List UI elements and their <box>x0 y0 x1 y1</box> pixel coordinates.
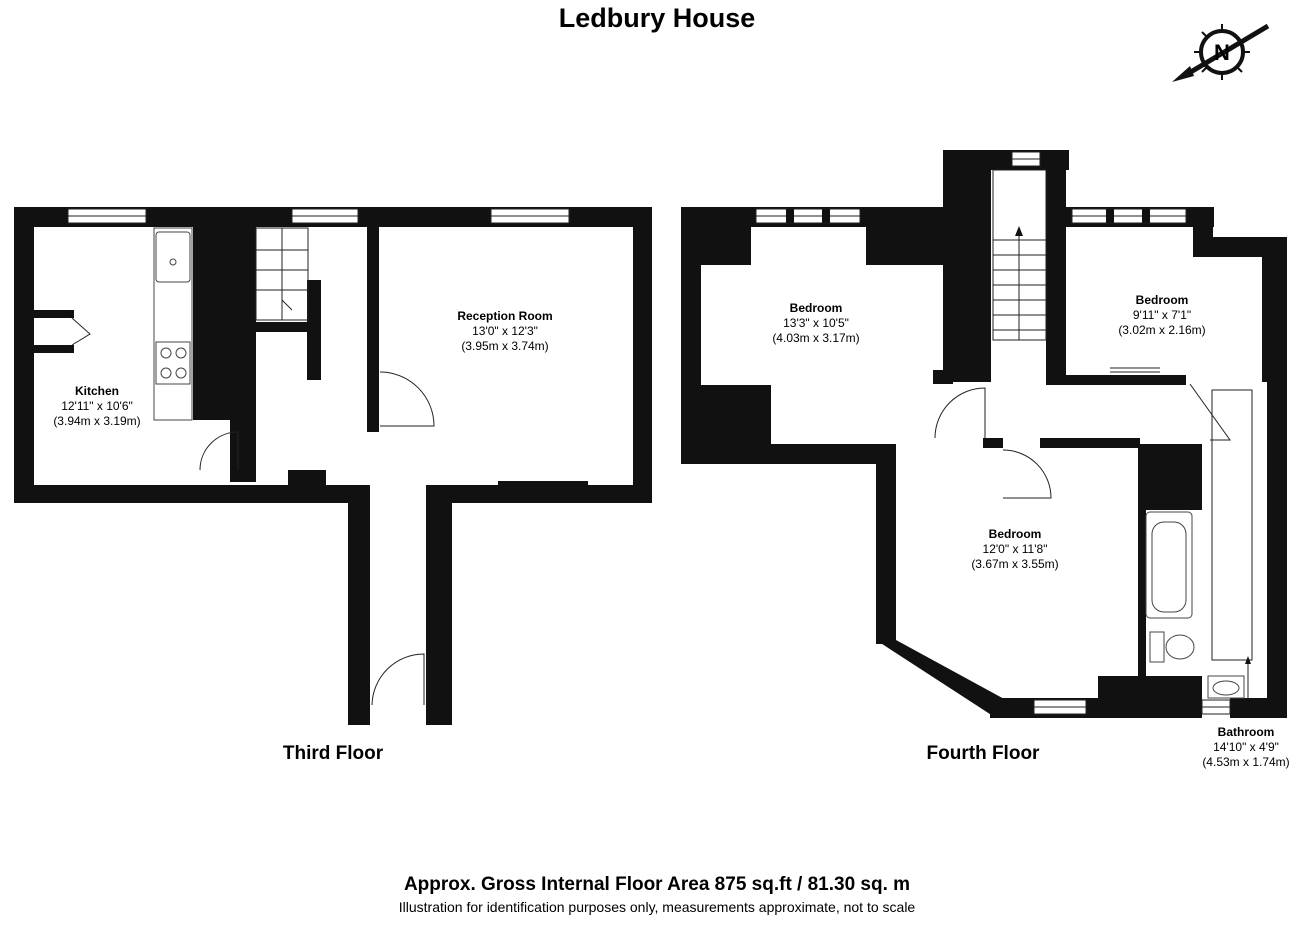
kitchen-imperial: 12'11" x 10'6" <box>61 399 133 413</box>
fourth-floor-plan <box>681 150 1287 718</box>
bathroom-name: Bathroom <box>1218 725 1275 739</box>
bedroom-left-name: Bedroom <box>790 301 843 315</box>
third-floor-plan <box>14 207 652 725</box>
reception-imperial: 13'0" x 12'3" <box>472 324 538 338</box>
fourth-floor-label: Fourth Floor <box>927 743 1041 764</box>
bedroom-center-imperial: 12'0" x 11'8" <box>983 542 1048 556</box>
kitchen-name: Kitchen <box>75 384 119 398</box>
floor-area-summary: Approx. Gross Internal Floor Area 875 sq… <box>404 874 910 895</box>
reception-metric: (3.95m x 3.74m) <box>461 339 548 353</box>
page-title: Ledbury House <box>559 3 756 33</box>
third-floor-label: Third Floor <box>283 743 384 764</box>
compass-label: N <box>1214 40 1230 65</box>
bedroom-center-name: Bedroom <box>989 527 1042 541</box>
bedroom-center-metric: (3.67m x 3.55m) <box>971 557 1058 571</box>
bedroom-left-metric: (4.03m x 3.17m) <box>772 331 859 345</box>
reception-name: Reception Room <box>457 309 552 323</box>
bedroom-right-name: Bedroom <box>1136 293 1189 307</box>
bedroom-right-metric: (3.02m x 2.16m) <box>1118 323 1205 337</box>
north-compass-icon: N <box>1172 23 1270 82</box>
disclaimer-text: Illustration for identification purposes… <box>399 899 916 915</box>
bedroom-right-imperial: 9'11" x 7'1" <box>1133 308 1191 322</box>
bathroom-imperial: 14'10" x 4'9" <box>1213 740 1279 754</box>
bedroom-left-imperial: 13'3" x 10'5" <box>783 316 849 330</box>
bathroom-metric: (4.53m x 1.74m) <box>1202 755 1289 769</box>
kitchen-metric: (3.94m x 3.19m) <box>53 414 140 428</box>
